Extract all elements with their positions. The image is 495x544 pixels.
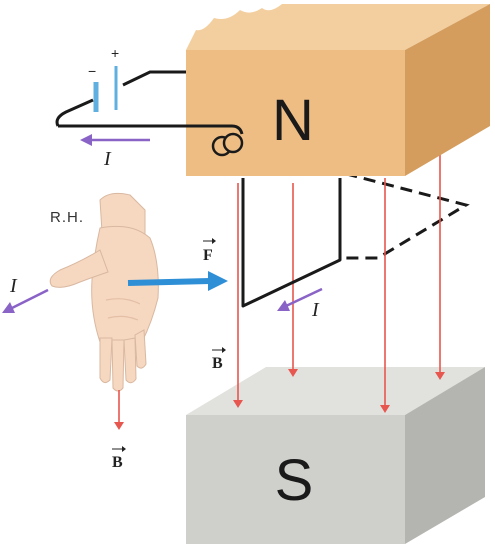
current-arrow [285, 287, 323, 308]
vector-overarrow-head [222, 347, 226, 353]
circuit-wire [55, 98, 94, 127]
battery-positive-sign: + [111, 45, 119, 61]
field-label: B [212, 355, 223, 372]
magnetic-field-lines [233, 148, 445, 413]
battery-negative-sign: − [88, 63, 96, 79]
hand-finger [134, 329, 147, 369]
field-label: B [112, 454, 123, 471]
current-arrow [11, 288, 49, 310]
right-hand-icon [49, 192, 159, 392]
current-arrow-head [277, 300, 290, 311]
battery-icon: − + [88, 45, 119, 112]
south-magnet-front [186, 415, 405, 544]
north-magnet: N [186, 4, 490, 176]
force-arrow-head [208, 271, 228, 291]
north-magnet-top [186, 4, 490, 50]
north-magnet-side [405, 4, 490, 176]
current-label: I [311, 299, 320, 321]
south-magnet-top [186, 367, 485, 415]
hand-finger [123, 337, 137, 384]
circuit-wire [122, 70, 186, 87]
force-arrow [127, 278, 211, 286]
south-magnet-side [405, 367, 485, 544]
current-arrow-head [80, 134, 92, 146]
loop-wire-end [222, 132, 244, 154]
current-label: I [9, 275, 18, 297]
south-pole-label: S [275, 448, 314, 513]
vector-overarrow-head [122, 446, 126, 452]
force-label: F [203, 247, 213, 264]
hand-crease [105, 298, 141, 321]
south-magnet: S [186, 367, 485, 544]
vector-overarrow-head [212, 238, 216, 244]
loop-wire-front [58, 124, 244, 135]
right-hand-label: R.H. [50, 209, 84, 226]
hand-thumb [49, 249, 109, 288]
hand-finger [111, 339, 125, 392]
north-pole-label: N [272, 88, 314, 153]
current-label: I [103, 148, 112, 170]
current-arrow-head [2, 302, 15, 313]
loop-wire-visible [241, 178, 342, 308]
hand-finger [99, 337, 113, 384]
